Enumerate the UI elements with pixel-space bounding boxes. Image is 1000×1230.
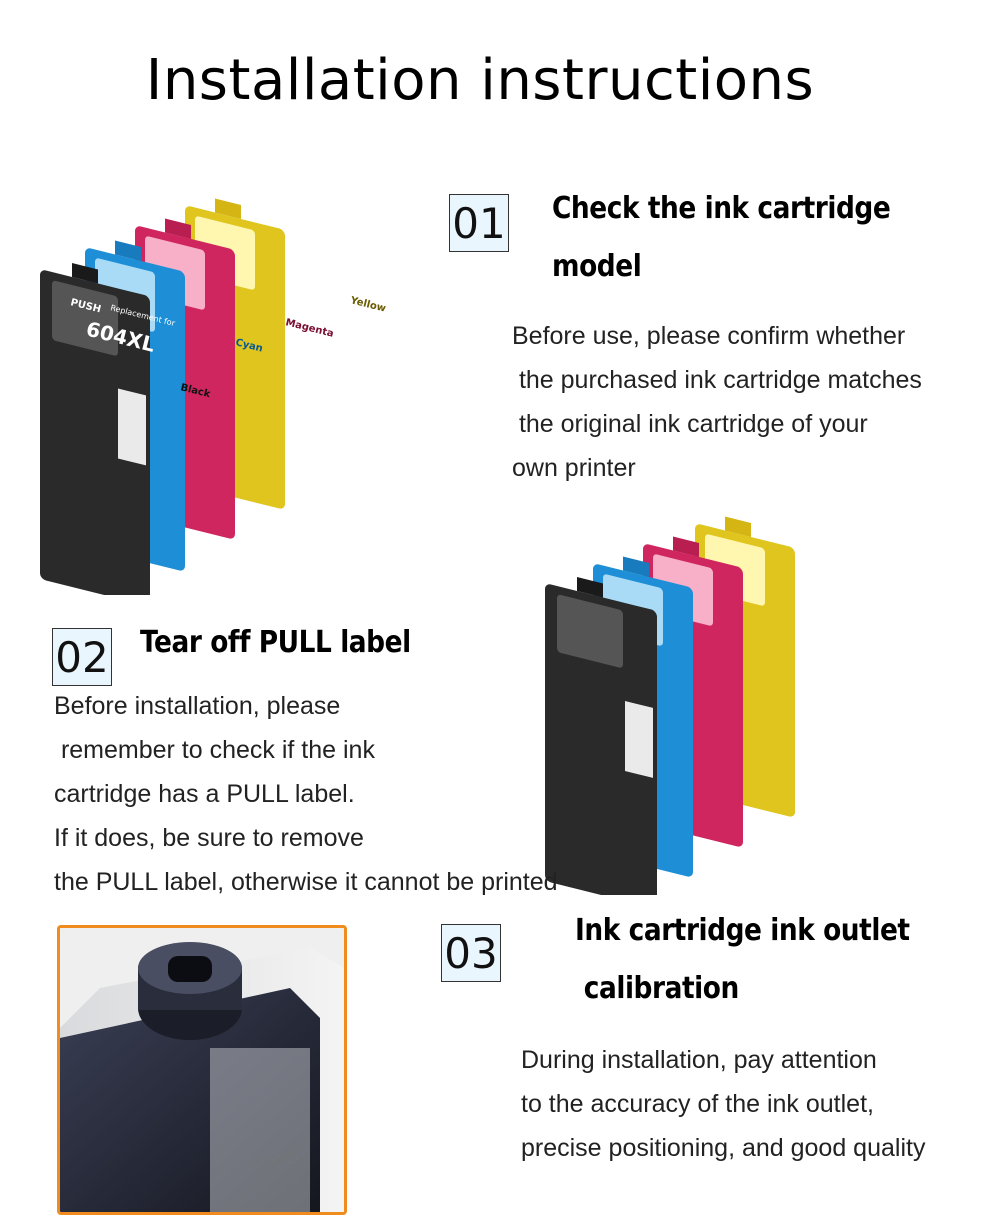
step-body-01: Before use, please confirm whether the p… (512, 314, 922, 490)
step-number-02: 02 (52, 628, 112, 686)
step-body-03-line: to the accuracy of the ink outlet, (521, 1090, 874, 1118)
step-title-03-line-1: Ink cartridge ink outlet (575, 913, 910, 948)
page-title: Installation instructions (145, 48, 815, 113)
step-number-03: 03 (441, 924, 501, 982)
step-title-03-line-2: calibration (575, 971, 740, 1006)
step-body-03-line: precise positioning, and good quality (521, 1134, 926, 1162)
step-title-02: Tear off PULL label (140, 625, 411, 660)
ink-outlet-illustration: ○○○○ (60, 928, 344, 1212)
cartridge-color-magenta: Magenta (284, 317, 334, 340)
step-body-02-line: cartridge has a PULL label. (54, 780, 355, 808)
step-body-02-line: the PULL label, otherwise it cannot be p… (54, 868, 558, 896)
step-body-01-line: own printer (512, 454, 636, 482)
step-body-02-line: Before installation, please (54, 692, 341, 720)
step-title-01-line-2: model (552, 249, 642, 284)
step-body-01-line: the purchased ink cartridge matches (512, 366, 922, 394)
step-body-01-line: the original ink cartridge of your (512, 410, 868, 438)
ink-outlet-photo: ○○○○ (57, 925, 347, 1215)
step-body-02-line: remember to check if the ink (54, 736, 375, 764)
step-body-02-line: If it does, be sure to remove (54, 824, 364, 852)
step-number-01: 01 (449, 194, 509, 252)
step-body-01-line: Before use, please confirm whether (512, 322, 906, 350)
step-body-03: During installation, pay attention to th… (521, 1038, 925, 1170)
cartridge-color-yellow: Yellow (348, 295, 387, 315)
step-title-01-line-1: Check the ink cartridge (552, 191, 891, 226)
cartridge-set-image-1: 604XL PUSH Replacement for Black Cyan Ma… (40, 198, 387, 595)
cartridge-set-image-2 (545, 516, 795, 895)
step-body-02: Before installation, please remember to … (54, 684, 558, 904)
step-body-03-line: During installation, pay attention (521, 1046, 877, 1074)
svg-text:○○○○: ○○○○ (248, 1149, 299, 1172)
cartridge-black (40, 262, 150, 595)
